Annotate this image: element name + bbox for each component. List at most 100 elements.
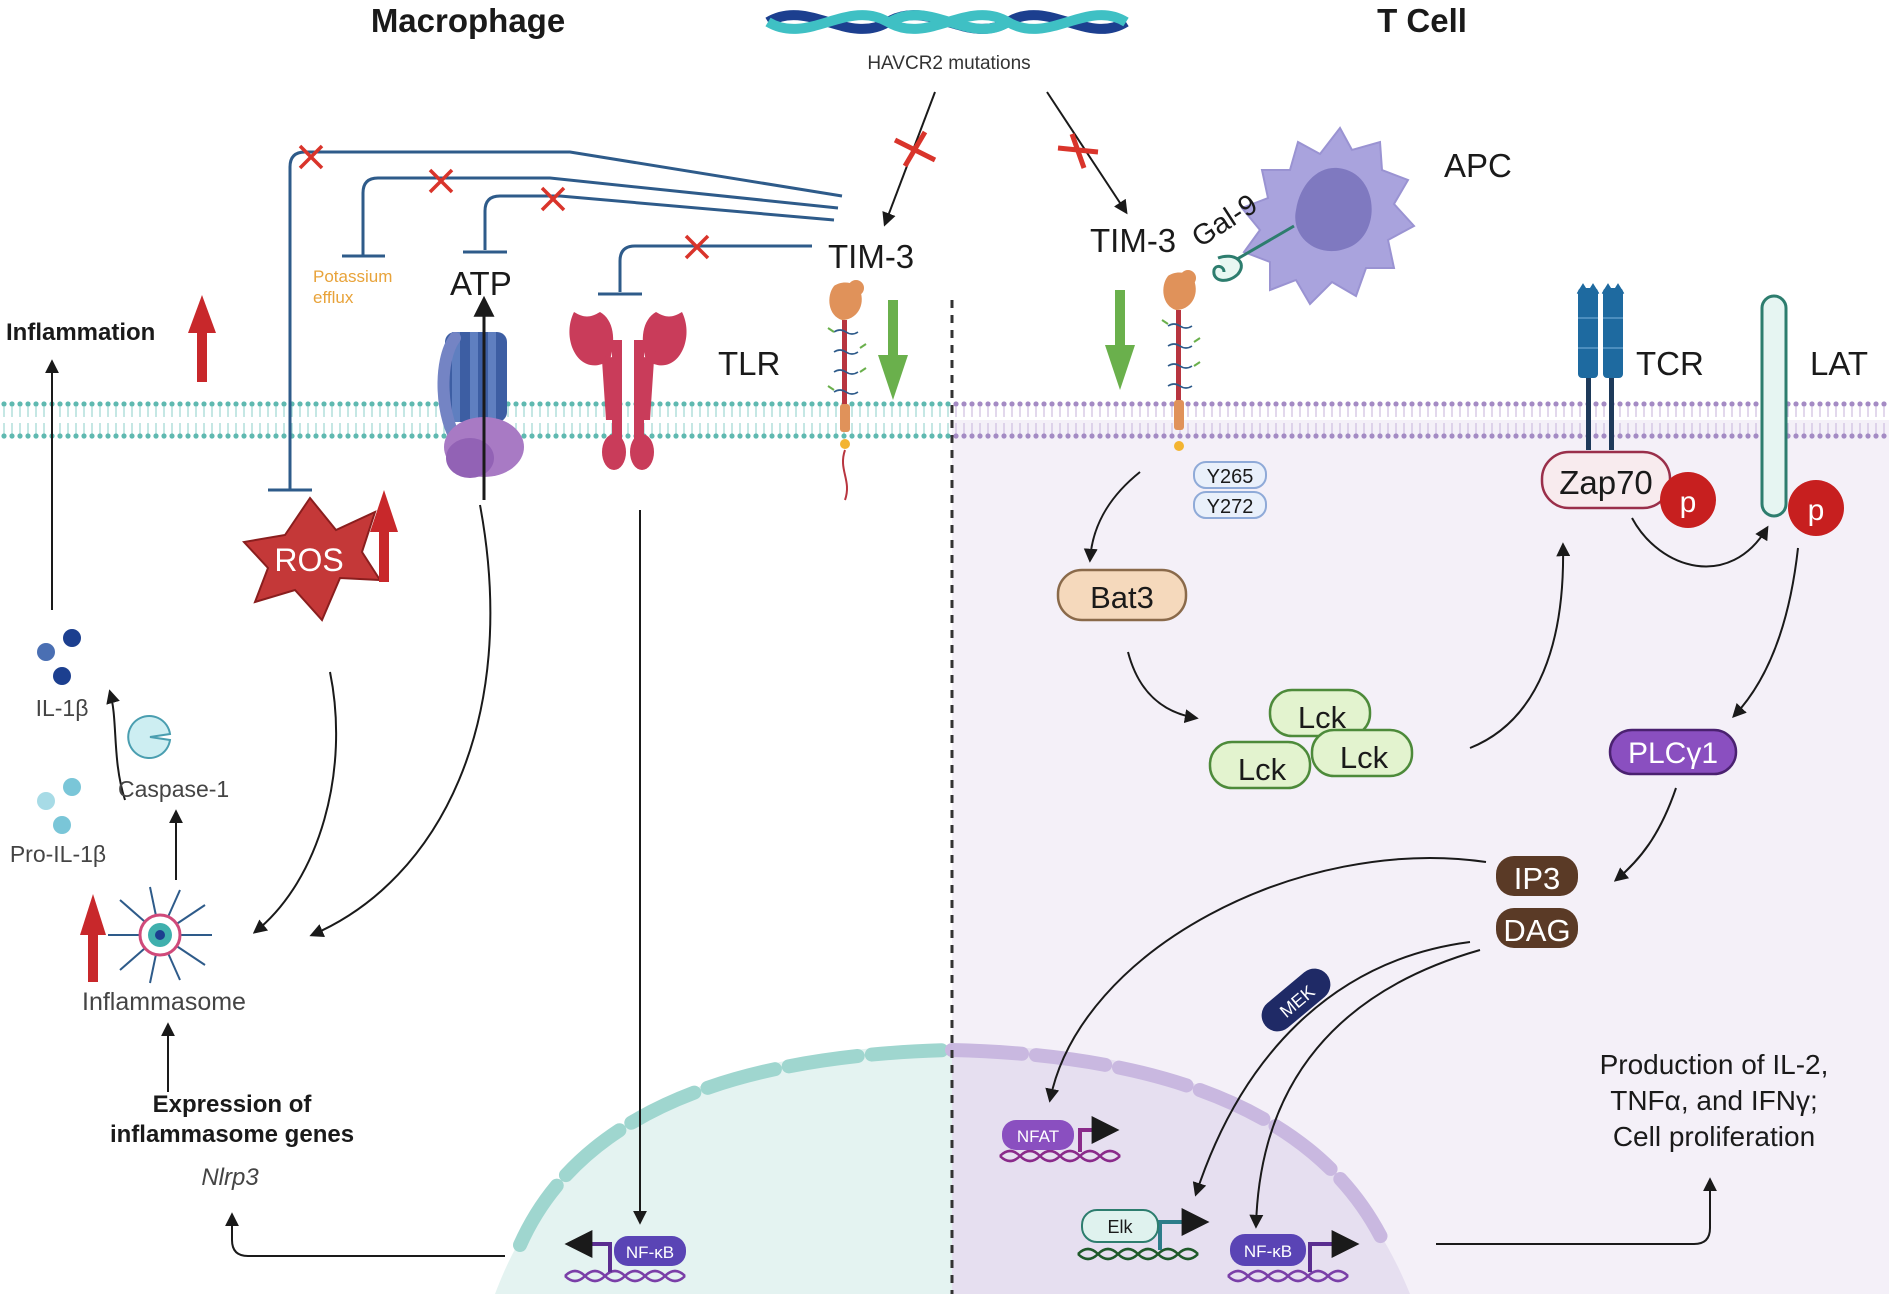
macrophage-title: Macrophage [371,2,565,39]
plc-to-ip3-arrow [1613,787,1677,882]
atp-label: ATP [450,265,512,302]
expression-label-1: Expression of [153,1091,313,1118]
potassium-label-1: Potassium [313,267,392,286]
bat3-to-lck-arrow [1127,651,1199,724]
ip3-label: IP3 [1514,861,1561,896]
nucleus-to-production-arrow [1436,1177,1717,1245]
y272-badge: Y272 [1193,491,1267,519]
mek-node: MEK [1261,968,1331,1032]
elk-badge: Elk [1081,1209,1159,1243]
ros-up-arrow-icon [370,490,398,582]
macrophage-nucleus [495,1043,959,1294]
tcell-title: T Cell [1377,2,1467,39]
lat-label: LAT [1810,345,1868,382]
expression-label-2: inflammasome genes [110,1121,354,1148]
zap70-node: Zap70 [1540,450,1672,510]
lck-to-zap70-arrow [1469,542,1571,749]
atp-channel-icon [437,332,524,478]
nfat-promoter-arrow-icon [1078,1116,1120,1152]
tcr-receptor-icon [1576,283,1625,450]
tlr-receptor-icon [569,312,687,470]
tcell-nucleus [945,1043,1410,1294]
lat-to-plc-arrow [1732,547,1799,719]
nucleus-to-expression-arrow [225,1212,505,1257]
block-crosses-macrophage [298,144,710,260]
macrophage-nfkb-badge: NF-κB [614,1236,686,1266]
inflammation-label: Inflammation [6,319,155,346]
macrophage-down-arrow-icon [878,300,908,400]
dag-to-nfkb-arrow [1249,949,1481,1229]
tcell-nfkb-promoter-arrow-icon [1308,1230,1360,1272]
macrophage-tim3-receptor-icon [827,280,867,501]
tcell-down-arrow-icon [1105,290,1135,390]
atp-to-inflammasome-arrow [309,504,492,937]
lck-label-2: Lck [1238,752,1287,787]
nfat-dna-strand-icon [999,1149,1121,1163]
nfat-badge: NFAT [1002,1120,1074,1150]
inflammasome-up-arrow-icon [80,894,106,982]
caspase-cleavage-arrow [106,689,126,801]
lat-p-label: p [1808,494,1825,527]
zap70-phospho-badge: p [1660,472,1716,528]
il1b-dots-icon [37,629,81,685]
plc-node: PLCγ1 [1608,728,1738,776]
tcr-label: TCR [1636,345,1704,382]
nfat-label: NFAT [1017,1127,1059,1146]
caspase-label: Caspase-1 [118,776,229,802]
macrophage-nfkb-label: NF-κB [626,1243,674,1262]
tcell-membrane [952,400,1889,440]
block-cross-left [893,130,937,168]
inflammation-up-arrow-icon [188,295,216,382]
block-cross-right [1057,133,1099,169]
macrophage-nfkb-promoter-arrow-icon [564,1230,612,1272]
il1b-label: IL-1β [36,695,89,721]
lat-phospho-badge: p [1788,480,1844,536]
dna-helix-icon [765,10,1129,34]
macrophage-tim3-label: TIM-3 [828,238,914,275]
dag-node: DAG [1496,908,1578,948]
gal9-icon [1212,254,1243,282]
ip3-to-nfat-arrow [1045,857,1487,1103]
gal9-link [1231,224,1295,264]
lck-node-2: Lck [1208,740,1312,790]
apc-cell-icon [1240,126,1416,306]
inflammasome-icon [108,886,212,984]
tcell-tim3-receptor-icon [1161,270,1201,451]
apc-label: APC [1444,147,1512,184]
bat3-label: Bat3 [1090,580,1154,615]
plc-label: PLCγ1 [1628,737,1718,770]
tlr-label: TLR [718,345,780,382]
inflammasome-label: Inflammasome [82,988,246,1016]
lck-node-3: Lck [1310,728,1414,778]
pro-il1b-dots-icon [37,778,81,834]
tcell-dna-strand-icon [1227,1269,1349,1283]
potassium-label-2: efflux [313,288,354,307]
ros-star-icon [242,496,382,622]
ros-label: ROS [274,542,343,578]
zap70-to-lat-arrow [1631,517,1769,568]
production-label-3: Cell proliferation [1613,1121,1815,1152]
bat3-node: Bat3 [1056,568,1188,622]
ip3-node: IP3 [1496,856,1578,896]
elk-dna-strand-icon [1077,1247,1199,1261]
lck-label-3: Lck [1340,740,1389,775]
pro-il1b-label: Pro-IL-1β [10,841,106,867]
macrophage-dna-strand-icon [564,1269,686,1283]
caspase-pacman-icon [127,715,172,759]
production-label-2: TNFα, and IFNγ; [1610,1085,1818,1116]
tim3-to-bat3-arrow [1083,471,1141,563]
production-label-1: Production of IL-2, [1600,1049,1829,1080]
y272-label: Y272 [1207,496,1254,518]
ros-to-inflammasome-arrow [252,671,338,934]
tcell-tim3-label: TIM-3 [1090,222,1176,259]
zap70-label: Zap70 [1559,464,1653,501]
dag-label: DAG [1503,913,1570,948]
tcell-nfkb-label: NF-κB [1244,1242,1292,1261]
tcell-nfkb-badge: NF-κB [1230,1234,1306,1266]
lat-receptor-icon [1760,294,1788,518]
y265-badge: Y265 [1193,461,1267,489]
zap70-p-label: p [1680,486,1697,519]
nlrp3-label: Nlrp3 [201,1164,259,1191]
elk-label: Elk [1107,1217,1133,1237]
